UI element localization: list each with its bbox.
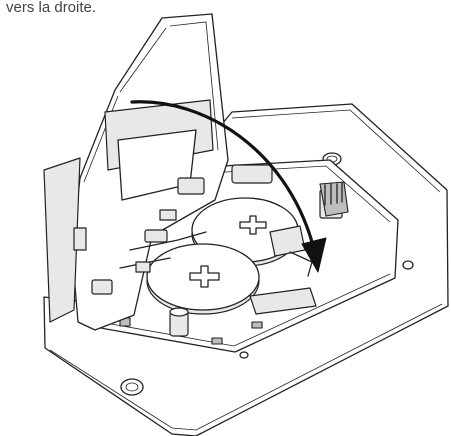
bottom-mounting-slot	[120, 378, 144, 396]
plus-icon-upper	[239, 215, 267, 235]
pin-header-connector	[319, 181, 349, 217]
base-components	[81, 307, 263, 359]
front-cover-open	[43, 13, 229, 331]
curved-rotation-arrow-icon	[130, 100, 327, 273]
hinge-details	[119, 209, 207, 273]
plus-icon-lower	[189, 265, 220, 288]
caption-text: vers la droite.	[6, 0, 97, 16]
battery-contact-clips	[249, 225, 317, 315]
screw-hole-right	[402, 260, 414, 270]
